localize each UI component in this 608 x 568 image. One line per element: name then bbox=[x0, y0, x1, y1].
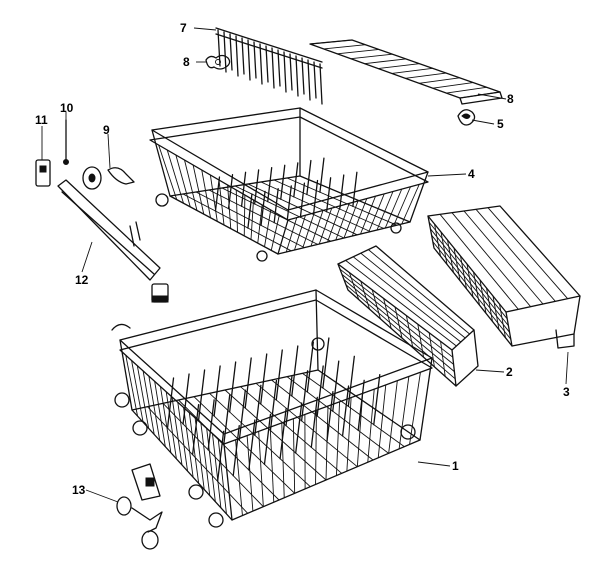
part-1-lower-rack bbox=[111, 289, 433, 528]
callout-11: 11 bbox=[35, 113, 48, 127]
part-7-tine-row bbox=[215, 27, 323, 105]
part-13-roller-assembly bbox=[116, 463, 163, 550]
leader-lines bbox=[41, 27, 569, 503]
callout-13: 13 bbox=[72, 483, 86, 497]
callout-8-clip: 8 bbox=[183, 55, 190, 69]
callout-8-shelf: 8 bbox=[507, 92, 514, 106]
callout-10: 10 bbox=[60, 101, 74, 115]
callout-5: 5 bbox=[497, 117, 504, 131]
part-11-bracket bbox=[35, 159, 51, 187]
part-12-track bbox=[57, 179, 169, 303]
callout-4: 4 bbox=[468, 167, 475, 181]
callout-1: 1 bbox=[452, 459, 459, 473]
part-9-roller bbox=[82, 166, 135, 190]
callout-7: 7 bbox=[180, 21, 187, 35]
part-2-silverware-basket bbox=[337, 245, 479, 387]
part-10-pin bbox=[63, 119, 69, 165]
part-5-stop bbox=[457, 109, 476, 126]
callout-2: 2 bbox=[506, 365, 513, 379]
callout-9: 9 bbox=[103, 123, 110, 137]
part-4-upper-rack bbox=[149, 107, 429, 262]
callout-12: 12 bbox=[75, 273, 89, 287]
callout-3: 3 bbox=[563, 385, 570, 399]
part-8-clip bbox=[205, 54, 231, 70]
part-3-silverware-basket bbox=[427, 205, 581, 349]
part-8-cup-shelf bbox=[309, 39, 503, 105]
